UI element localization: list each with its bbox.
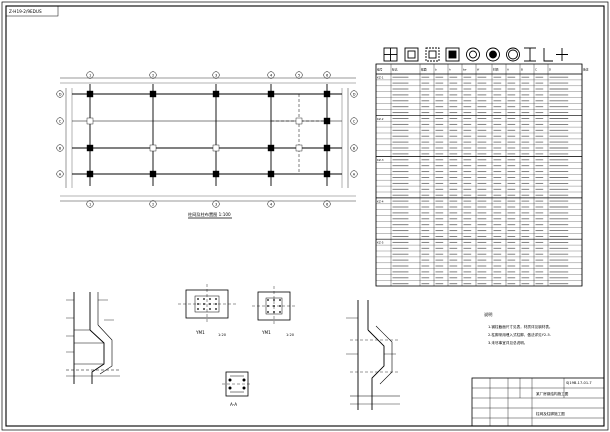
section-type-icons [383, 47, 568, 62]
table-header-cell: B [521, 68, 523, 72]
grid-label-col: 1 [89, 73, 91, 77]
table-header-cell: tw [463, 68, 467, 72]
project-name: 某厂房钢结构施工图 [536, 391, 569, 396]
solid-circle-icon [486, 47, 500, 62]
grid-label-col: 3 [215, 73, 217, 77]
grid-label-row: D [59, 92, 62, 96]
note-line: 1.钢柱截面尺寸见表，材质详见钢材表。 [488, 324, 553, 329]
grid-label-row: C [59, 119, 62, 123]
drawing-name: 柱网及柱脚施工图 [536, 411, 565, 416]
grid-label-row: B [59, 146, 62, 150]
pipe-icon [506, 47, 520, 62]
column-base-detail-right [346, 300, 400, 410]
table-group-label: KZ-3 [377, 158, 384, 162]
title-block [471, 377, 605, 427]
column-markers [86, 90, 331, 178]
grid-label-col: 2 [152, 202, 154, 206]
sheet-code: Z-H19-2/9EDUS [9, 9, 42, 14]
ym1-label-a: YM1 [195, 330, 205, 335]
table-header-cell: b [435, 68, 437, 72]
grid-label-col: 6 [326, 73, 329, 77]
sheet-code-stamp: Z-H19-2/9EDUS [5, 5, 59, 17]
table-header-cell: 材质 [493, 68, 499, 72]
grid-label-col: 1 [89, 202, 91, 206]
table-group-label: KZ-4 [377, 199, 384, 203]
notes-title: 说明 [484, 311, 492, 318]
grid-label-row: C [353, 119, 356, 123]
grid-label-row: D [353, 92, 356, 96]
notes-block: 说明 1.钢柱截面尺寸见表，材质详见钢材表。 2.柱脚采用埋入式柱脚，做法详见Y… [484, 311, 553, 345]
column-schedule-table: 编号 标高 截面 b h tw tf 材质 A B C D 备注 KZ-1KZ-2KZ-3KZ-4KZ-5 [375, 63, 589, 287]
table-header-cell: h [449, 68, 451, 72]
ym1-scale-a: 1:20 [218, 333, 227, 337]
note-line: 2.柱脚采用埋入式柱脚，做法详见Y2-5. [488, 332, 551, 337]
table-header-cell: 备注 [583, 68, 589, 72]
grid-label-col: 5 [298, 73, 300, 77]
ym1-scale-b: 1:20 [286, 333, 295, 337]
table-header-cell: A [507, 68, 509, 72]
hollow-section-icon [404, 47, 419, 62]
filled-square-icon [445, 47, 460, 62]
plan-title: 柱网及柱布置图 1:100 [188, 211, 231, 218]
grid-label-col: 6 [326, 202, 329, 206]
grid-label-row: A [59, 172, 62, 176]
grid-label-row: A [353, 172, 356, 176]
stamp-code: SJ19B-17-01-7 [566, 381, 592, 385]
ym1-bolt-grid-b [267, 299, 281, 313]
grid-label-row: B [353, 146, 356, 150]
l-section-icon [543, 48, 553, 62]
ym1-detail-a [178, 284, 236, 324]
h-section-icon [524, 47, 536, 62]
section-a-a-detail [222, 371, 252, 397]
table-header-cell: 编号 [377, 68, 383, 72]
grid-label-col: 4 [270, 202, 273, 206]
cross-section-icon [556, 48, 568, 61]
table-header-cell: D [549, 68, 551, 72]
grid-label-col: 2 [152, 73, 154, 77]
grid-labels: D C B A D C B A 1 2 3 4 5 6 1 2 3 4 6 [59, 73, 356, 206]
column-base-detail-left [66, 292, 120, 384]
section-a-a-label: A-A [230, 402, 237, 407]
grid-label-col: 3 [215, 202, 217, 206]
table-header-cell: 截面 [421, 68, 427, 72]
ym1-label-b: YM1 [261, 330, 271, 335]
box-section-icon [383, 47, 398, 62]
table-header-cell: 标高 [392, 68, 398, 72]
table-group-label: KZ-5 [377, 241, 384, 245]
table-group-label: KZ-2 [377, 117, 384, 121]
circle-tube-icon [466, 47, 480, 62]
grid-label-col: 4 [270, 73, 273, 77]
square-tube-icon [425, 47, 440, 62]
table-header-cell: tf [477, 68, 480, 72]
table-group-label: KZ-1 [377, 76, 384, 80]
ym1-bolt-grid-a [197, 298, 217, 310]
note-line: 3.未尽事宜详见总说明。 [488, 340, 527, 345]
table-header-cell: C [535, 68, 537, 72]
